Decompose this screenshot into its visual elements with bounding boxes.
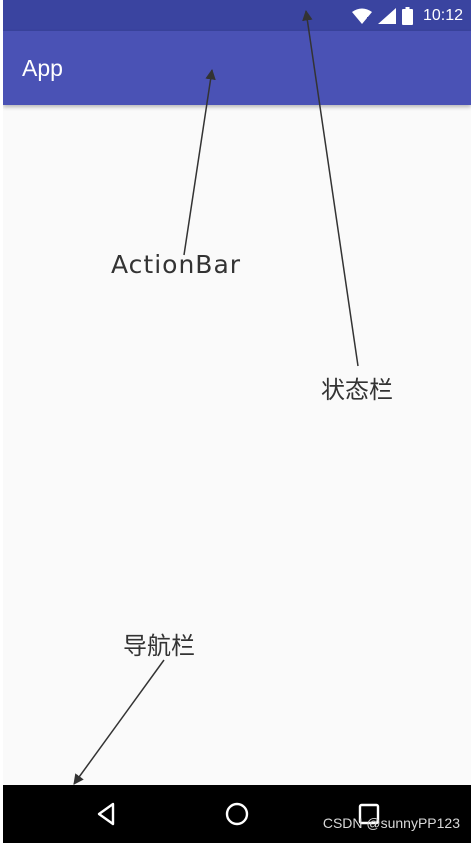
navigation-bar: [3, 785, 471, 843]
status-bar: 10:12: [3, 0, 471, 31]
cellular-signal-icon: [377, 7, 396, 24]
back-icon[interactable]: [91, 799, 121, 829]
annotation-nav-bar-label: 导航栏: [123, 632, 195, 660]
wifi-icon: [351, 8, 372, 24]
phone-screen: 10:12 App ActionBar 状态栏 导航栏: [3, 0, 471, 843]
status-time: 10:12: [422, 6, 463, 24]
annotation-status-bar-label: 状态栏: [321, 376, 393, 404]
app-title: App: [22, 55, 63, 81]
action-bar: App: [3, 31, 471, 105]
battery-icon: [401, 6, 413, 25]
watermark: CSDN @sunnyPP123: [322, 815, 460, 831]
home-icon[interactable]: [222, 799, 252, 829]
annotation-actionbar-label: ActionBar: [111, 250, 242, 279]
recent-apps-icon[interactable]: [354, 799, 384, 829]
status-icons: 10:12: [351, 0, 471, 31]
